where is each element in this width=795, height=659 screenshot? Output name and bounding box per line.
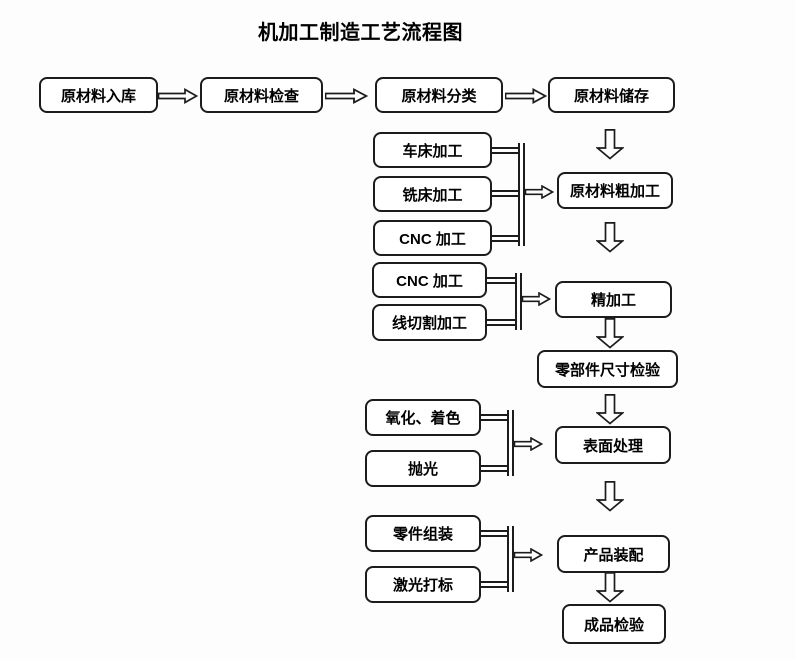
flow-arrow-down-icon (596, 481, 624, 512)
node-milling-machining: 铣床加工 (373, 176, 492, 212)
node-finish-machining: 精加工 (555, 281, 672, 318)
node-cnc-machining-1: CNC 加工 (373, 220, 492, 256)
flow-arrow-right-icon (325, 88, 368, 104)
node-oxidation-coloring: 氧化、着色 (365, 399, 481, 436)
connector-vertical-line (507, 526, 514, 592)
flow-arrow-right-icon (514, 437, 543, 451)
flow-arrow-down-icon (596, 318, 624, 349)
node-part-dimension-inspection: 零部件尺寸检验 (537, 350, 678, 388)
flow-arrow-down-icon (596, 572, 624, 603)
node-raw-material-classification: 原材料分类 (375, 77, 503, 113)
flow-arrow-down-icon (596, 129, 624, 160)
flow-arrow-right-icon (522, 292, 551, 306)
connector-horizontal-line (490, 190, 520, 197)
node-raw-material-storage: 原材料储存 (548, 77, 675, 113)
node-wire-cutting: 线切割加工 (372, 304, 487, 341)
connector-horizontal-line (490, 235, 520, 242)
node-raw-material-inbound: 原材料入库 (39, 77, 158, 113)
connector-vertical-line (515, 273, 522, 330)
connector-horizontal-line (479, 581, 509, 588)
connector-vertical-line (507, 410, 514, 476)
connector-horizontal-line (479, 530, 509, 537)
connector-horizontal-line (485, 277, 517, 284)
connector-horizontal-line (485, 319, 517, 326)
node-surface-treatment: 表面处理 (555, 426, 671, 464)
connector-horizontal-line (490, 147, 520, 154)
flow-arrow-down-icon (596, 394, 624, 425)
node-raw-material-inspection: 原材料检查 (200, 77, 323, 113)
node-polishing: 抛光 (365, 450, 481, 487)
flow-arrow-right-icon (514, 548, 543, 562)
connector-horizontal-line (479, 465, 509, 472)
flow-arrow-right-icon (158, 88, 198, 104)
connector-horizontal-line (479, 414, 509, 421)
node-parts-assembly: 零件组装 (365, 515, 481, 552)
page-title: 机加工制造工艺流程图 (258, 22, 463, 44)
node-laser-marking: 激光打标 (365, 566, 481, 603)
node-finished-product-inspection: 成品检验 (562, 604, 666, 644)
node-rough-machining: 原材料粗加工 (557, 172, 673, 209)
node-lathe-machining: 车床加工 (373, 132, 492, 168)
flow-arrow-right-icon (505, 88, 547, 104)
flow-arrow-down-icon (596, 222, 624, 253)
connector-vertical-line (518, 143, 525, 246)
node-cnc-machining-2: CNC 加工 (372, 262, 487, 298)
node-product-assembly: 产品装配 (557, 535, 670, 573)
flow-arrow-right-icon (525, 185, 554, 199)
